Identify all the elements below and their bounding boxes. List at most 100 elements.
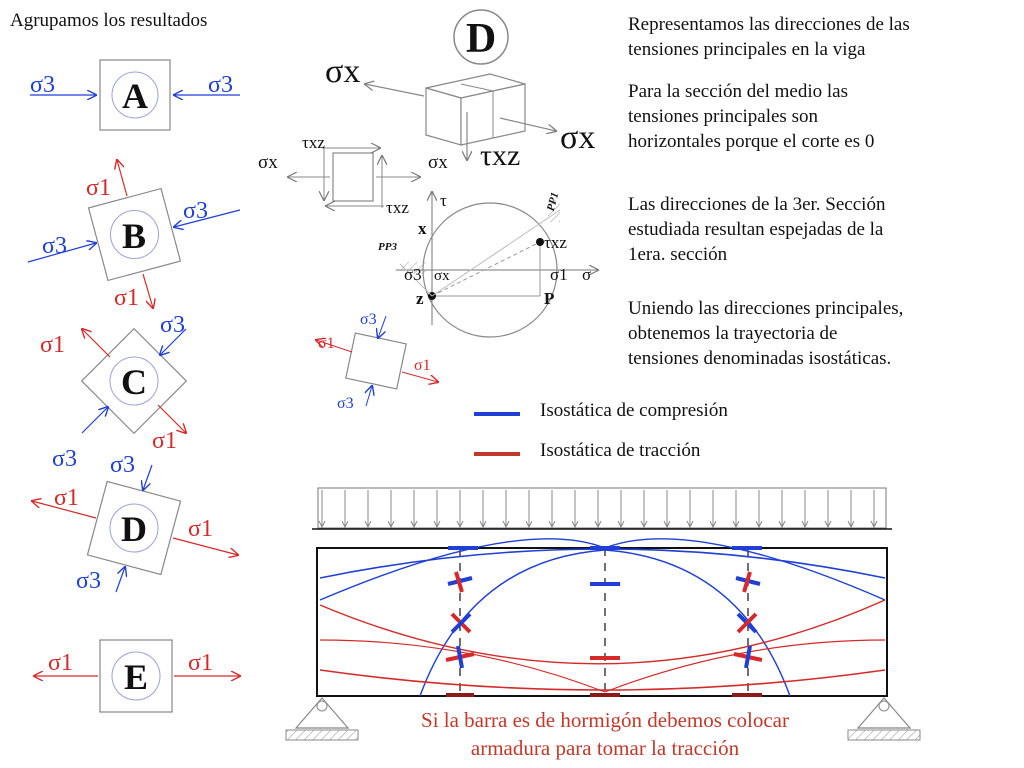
compression-isostatic-mid-left <box>319 538 606 601</box>
load-arrow-head <box>456 520 464 529</box>
shear-element-square <box>332 152 374 202</box>
element-a-sigma3-left: σ3 <box>30 72 55 98</box>
element-d-top-arrow <box>143 464 153 490</box>
legend-compression-swatch <box>474 412 520 416</box>
distributed-load-box <box>317 487 887 529</box>
element-e-circle <box>111 651 161 701</box>
load-arrow-head <box>640 520 648 529</box>
element-d-label: D <box>121 509 147 549</box>
tension-isostatic-lower-left <box>319 639 606 693</box>
load-arrow-head <box>479 520 487 529</box>
paragraph-4-line-2: obtenemos la trayectoria de <box>628 323 838 344</box>
heading-agrupamos: Agrupamos los resultados <box>10 10 208 31</box>
title-d-circle <box>453 9 509 65</box>
load-arrow-head <box>433 520 441 529</box>
beam-caption: Si la barra es de hormigón debemos coloc… <box>360 706 850 762</box>
title-d-letter: D <box>466 16 496 62</box>
rotated-sigma3-bottom-arrow <box>366 386 372 407</box>
tick-d-right-blue <box>744 645 752 669</box>
element-d-sigma1-left: σ1 <box>54 485 79 511</box>
paragraph-4-line-1: Uniendo las direcciones principales, <box>628 298 904 319</box>
element-b-left-arrow <box>27 243 96 263</box>
right-support <box>847 697 921 741</box>
element-d-sigma3-bottom: σ3 <box>76 568 101 594</box>
load-arrow-head <box>801 520 809 529</box>
caption-line-1: Si la barra es de hormigón debemos coloc… <box>421 708 789 732</box>
distributed-load-arrows <box>318 490 878 529</box>
tick-b-right-red <box>742 571 752 593</box>
load-arrow-head <box>387 520 395 529</box>
paragraph-3: Las direcciones de la 3er. Sección estud… <box>628 192 1020 267</box>
element-b-sigma1-top: σ1 <box>86 175 111 201</box>
load-arrow-head <box>548 520 556 529</box>
pp1-hatch <box>548 200 560 222</box>
element-c: C σ3 σ1 σ1 σ3 <box>40 312 186 472</box>
element-d-circle <box>109 503 159 553</box>
mohr-sigma3-label: σ3 <box>404 265 422 284</box>
shear-sigmax-left: σx <box>258 152 278 173</box>
mohr-diameter <box>431 241 541 297</box>
shear-tauxz-top: τxz <box>302 133 325 152</box>
mohr-circle-diagram: τ x τxz σ3 σx σ1 σ P z PP1 PP3 <box>378 191 598 338</box>
paragraph-2-line-2: tensiones principales son <box>628 106 818 127</box>
element-a-sigma3-right: σ3 <box>208 72 233 98</box>
stress-cube: σx σx τxz <box>325 53 595 172</box>
element-b-circle <box>110 210 159 259</box>
load-arrow-head <box>732 520 740 529</box>
rotated-sigma1-left-arrow <box>316 340 353 353</box>
load-arrow-head <box>594 520 602 529</box>
legend-tension-label: Isostática de tracción <box>540 440 701 461</box>
tick-b-left-red <box>454 571 464 593</box>
cube-sigmax-left-arrow <box>365 84 425 97</box>
load-arrow-head <box>755 520 763 529</box>
load-arrow-head <box>502 520 510 529</box>
element-d-bottom-arrow <box>115 567 125 593</box>
tension-isostatic-bottom <box>319 669 886 691</box>
tick-d-left-blue <box>456 645 464 669</box>
rotated-sigma3-top-arrow <box>378 315 387 338</box>
paragraph-2-line-3: horizontales porque el corte es 0 <box>628 131 875 152</box>
mohr-sigma1-label: σ1 <box>550 265 568 284</box>
load-arrow-head <box>525 520 533 529</box>
shear-tauxz-bottom: τxz <box>386 198 409 217</box>
cube-left-face <box>425 87 462 146</box>
element-b-right-arrow <box>174 209 241 227</box>
element-c-bottomright-arrow <box>157 404 186 433</box>
compression-isostatic-left-arc <box>419 549 606 697</box>
load-arrow-head <box>824 520 832 529</box>
rotated-small-element: σ3 σ1 σ1 σ3 <box>316 311 438 412</box>
paragraph-3-line-1: Las direcciones de la 3er. Sección <box>628 194 886 215</box>
element-b-label: B <box>122 216 146 256</box>
element-d-left-arrow <box>32 501 97 519</box>
load-arrow-head <box>364 520 372 529</box>
mohr-x-label: x <box>418 219 427 238</box>
load-arrow-head <box>617 520 625 529</box>
paragraph-2: Para la sección del medio las tensiones … <box>628 79 1020 154</box>
paragraph-1-line-2: tensiones principales en la viga <box>628 39 866 60</box>
element-b-sigma3-left: σ3 <box>42 233 67 259</box>
element-c-sigma3-bottom: σ3 <box>52 446 77 472</box>
legend-compression-label: Isostática de compresión <box>540 400 728 421</box>
element-e-sigma1-left: σ1 <box>48 650 73 676</box>
compression-isostatic-mid-right <box>604 538 886 601</box>
element-c-circle <box>109 356 159 406</box>
mohr-tau-label: τ <box>440 191 447 210</box>
element-c-label: C <box>121 362 147 402</box>
left-support <box>285 697 359 741</box>
mohr-pp3-label: PP3 <box>378 241 397 253</box>
compression-isostatic-right-arc <box>604 549 791 697</box>
paragraph-4: Uniendo las direcciones principales, obt… <box>628 296 1020 371</box>
element-b-sigma3-right: σ3 <box>183 198 208 224</box>
beam-body <box>316 547 888 697</box>
mohr-pp1-label: PP1 <box>545 191 561 212</box>
load-arrow-head <box>778 520 786 529</box>
cube-cut-line-top <box>460 83 494 92</box>
rotated-element-square <box>345 332 407 390</box>
element-d: D σ3 σ1 σ1 σ3 <box>32 452 238 594</box>
mohr-p-label: P <box>544 289 554 308</box>
element-b-bottom-arrow <box>142 273 153 308</box>
cube-sigmax-right-arrow <box>499 117 556 131</box>
left-support-pin <box>316 700 328 712</box>
tension-isostatic-lower-right <box>604 639 886 693</box>
load-arrow-head <box>870 520 878 529</box>
